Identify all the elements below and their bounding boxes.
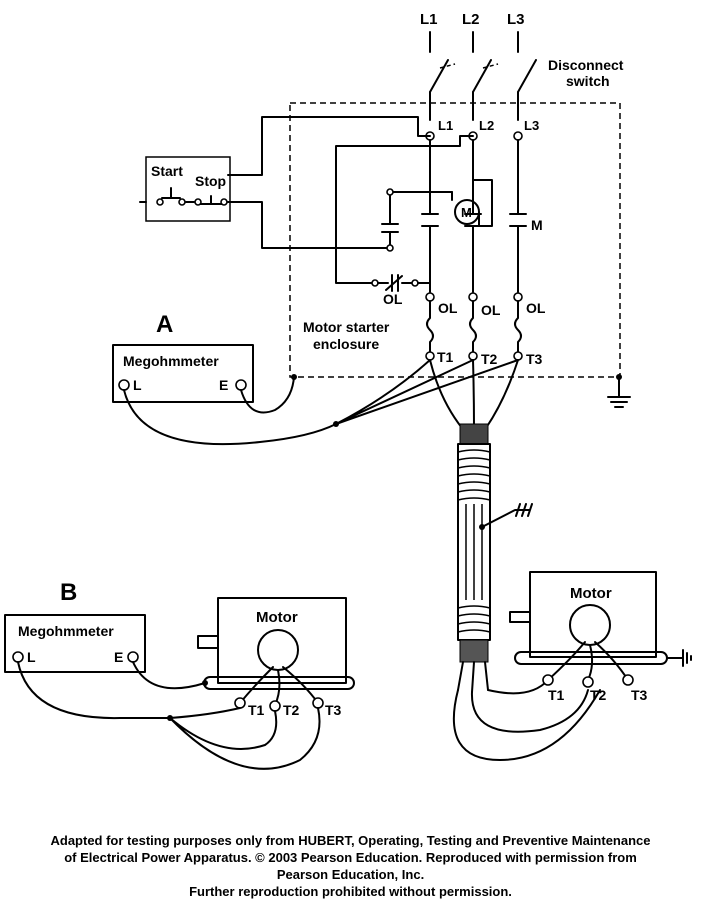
ol-contact-label: OL (383, 291, 403, 307)
test-b-meter-label: Megohmmeter (18, 623, 114, 639)
start-button-icon (156, 187, 186, 206)
starter-terminal-t2: T2 (481, 351, 498, 367)
start-label: Start (151, 163, 183, 179)
starter-label-l3: L3 (524, 118, 539, 133)
stop-label: Stop (195, 173, 226, 189)
starter-label-l1: L1 (438, 118, 453, 133)
test-b-terminal-t3: T3 (325, 702, 342, 718)
stop-button-icon (194, 195, 228, 206)
right-motor-terminal-t2: T2 (590, 687, 607, 703)
test-b-motor-label: Motor (256, 609, 298, 626)
disconnect-label-line2: switch (566, 73, 610, 89)
coil-label-m: M (461, 205, 472, 220)
ground-icon (607, 376, 631, 408)
credit-line-3: Pearson Education, Inc. (276, 867, 425, 882)
supply-label-l3: L3 (507, 11, 525, 28)
right-motor-winding-icon (569, 604, 611, 646)
test-b: B Megohmmeter L E Motor T1 T2 T3 (4, 579, 355, 770)
supply-lines: L1 L2 L3 Disconnect switch (420, 11, 624, 121)
right-motor: Motor T1 T2 T3 (509, 571, 692, 703)
starter-terminal-t1: T1 (437, 349, 454, 365)
starter-label-l2: L2 (479, 118, 494, 133)
test-a: A Megohmmeter L E (112, 311, 519, 446)
main-contacts-icon (421, 213, 527, 227)
overload-heaters-icon (425, 292, 523, 353)
supply-label-l2: L2 (462, 11, 480, 28)
credit-line-1: Adapted for testing purposes only from H… (50, 833, 651, 848)
cable-ground-icon (481, 503, 533, 528)
test-b-terminal-t1: T1 (248, 702, 265, 718)
overload-label-1: OL (438, 300, 458, 316)
contact-label-m: M (531, 217, 543, 233)
enclosure-label-line1: Motor starter (303, 319, 390, 335)
test-a-meter-label: Megohmmeter (123, 353, 219, 369)
credit-text: Adapted for testing purposes only from H… (0, 832, 701, 900)
test-a-e-label: E (219, 377, 228, 393)
supply-label-l1: L1 (420, 11, 438, 28)
right-motor-ground-icon (666, 649, 692, 667)
disconnect-switch-icon (429, 59, 537, 93)
conduit-cable (429, 359, 601, 761)
test-b-letter: B (60, 579, 77, 606)
test-a-l-label: L (133, 377, 142, 393)
overload-label-2: OL (481, 302, 501, 318)
test-b-l-label: L (27, 649, 36, 665)
right-motor-terminal-t3: T3 (631, 687, 648, 703)
test-b-terminal-t2: T2 (283, 702, 300, 718)
test-a-letter: A (156, 311, 173, 338)
motor-starter-enclosure: L1 L2 L3 M Start Stop M (139, 102, 631, 408)
credit-line-2: of Electrical Power Apparatus. © 2003 Pe… (64, 850, 637, 865)
overload-label-3: OL (526, 300, 546, 316)
starter-terminal-t3: T3 (526, 351, 543, 367)
disconnect-label-line1: Disconnect (548, 57, 624, 73)
right-motor-terminal-t1: T1 (548, 687, 565, 703)
enclosure-label-line2: enclosure (313, 336, 379, 352)
test-b-e-label: E (114, 649, 123, 665)
test-b-motor-winding-icon (257, 629, 299, 671)
ol-contact-icon (371, 274, 419, 292)
credit-line-4: Further reproduction prohibited without … (189, 884, 512, 899)
right-motor-label: Motor (570, 585, 612, 602)
